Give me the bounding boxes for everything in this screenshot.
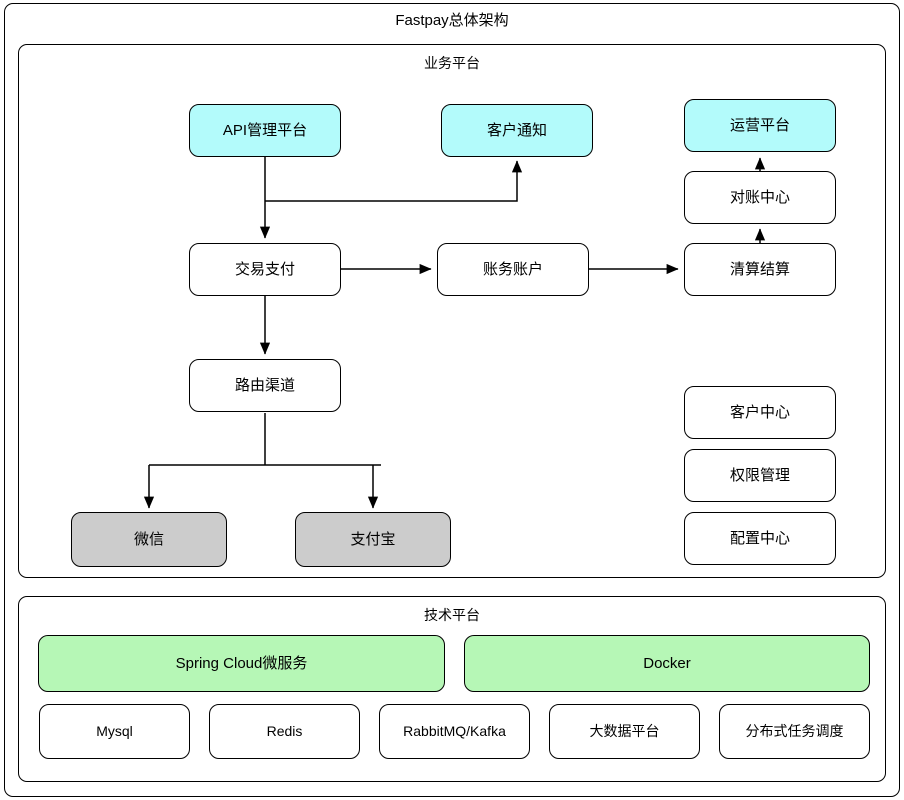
technical-platform-frame: [18, 596, 886, 782]
node-spring-cloud[interactable]: Spring Cloud微服务: [38, 635, 445, 692]
node-transaction-payment[interactable]: 交易支付: [189, 243, 341, 296]
outer-frame: [4, 3, 900, 797]
business-platform-title: 业务平台: [424, 55, 480, 71]
node-rabbitmq-kafka[interactable]: RabbitMQ/Kafka: [379, 704, 530, 759]
node-reconciliation-center[interactable]: 对账中心: [684, 171, 836, 224]
node-ops-platform[interactable]: 运营平台: [684, 99, 836, 152]
business-platform-frame: [18, 44, 886, 578]
node-alipay[interactable]: 支付宝: [295, 512, 451, 567]
node-distributed-scheduler[interactable]: 分布式任务调度: [719, 704, 870, 759]
node-bigdata-platform[interactable]: 大数据平台: [549, 704, 700, 759]
node-routing-channel[interactable]: 路由渠道: [189, 359, 341, 412]
node-clearing-settlement[interactable]: 清算结算: [684, 243, 836, 296]
node-config-center[interactable]: 配置中心: [684, 512, 836, 565]
node-redis[interactable]: Redis: [209, 704, 360, 759]
node-mysql[interactable]: Mysql: [39, 704, 190, 759]
technical-platform-title: 技术平台: [424, 607, 480, 623]
node-api-platform[interactable]: API管理平台: [189, 104, 341, 157]
node-wechat[interactable]: 微信: [71, 512, 227, 567]
diagram-title: Fastpay总体架构: [395, 12, 509, 29]
node-customer-center[interactable]: 客户中心: [684, 386, 836, 439]
node-account-ledger[interactable]: 账务账户: [437, 243, 589, 296]
node-customer-notify[interactable]: 客户通知: [441, 104, 593, 157]
node-authority-management[interactable]: 权限管理: [684, 449, 836, 502]
node-docker[interactable]: Docker: [464, 635, 870, 692]
